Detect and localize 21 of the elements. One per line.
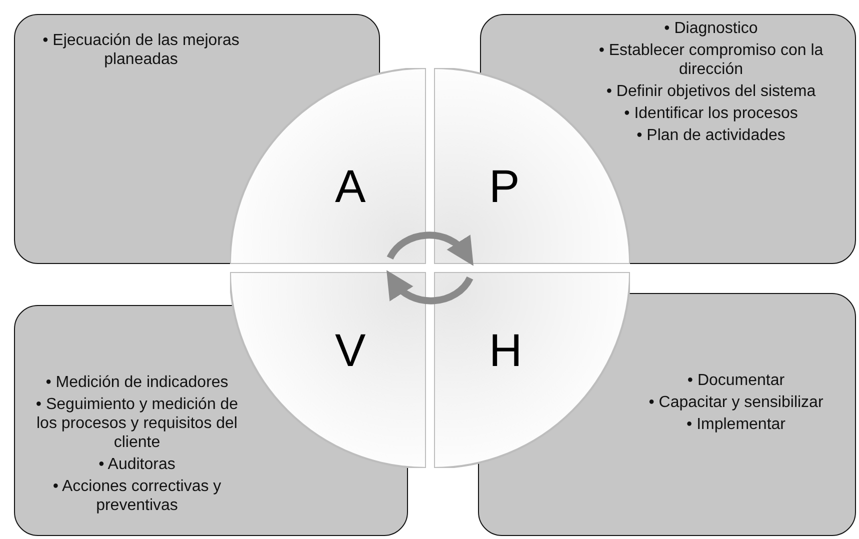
bullet-text: • Establecer compromiso con la dirección [598, 41, 824, 79]
cycle-arrow [386, 232, 474, 266]
bullet-text: • Identificar los procesos [623, 104, 799, 123]
phase-letter: A [335, 163, 366, 209]
bullet-text: • Capacitar y sensibilizar [648, 393, 824, 412]
bullet-text: • Plan de actividades [636, 126, 786, 145]
bullet-text: • Ejecuación de las mejoras planeadas [42, 31, 240, 69]
bullet-text: • Diagnostico [663, 19, 759, 38]
bullet-text: • Definir objetivos del sistema [605, 82, 817, 101]
bullet-text: • Seguimiento y medición de los procesos y requisitos del cliente [34, 395, 240, 452]
cycle-arrow [386, 270, 474, 304]
bullet-text: • Implementar [686, 415, 786, 434]
bullet-text: • Acciones correctivas y preventivas [52, 477, 222, 515]
bullet-text: • Medición de indicadores [44, 373, 230, 392]
quadrant [434, 272, 630, 468]
phase-letter: V [335, 327, 366, 373]
bullet-text: • Documentar [686, 371, 786, 390]
quadrant [230, 68, 426, 264]
bullet-text: • Auditoras [98, 455, 176, 474]
phase-letter: H [489, 327, 522, 373]
phase-letter: P [489, 163, 520, 209]
